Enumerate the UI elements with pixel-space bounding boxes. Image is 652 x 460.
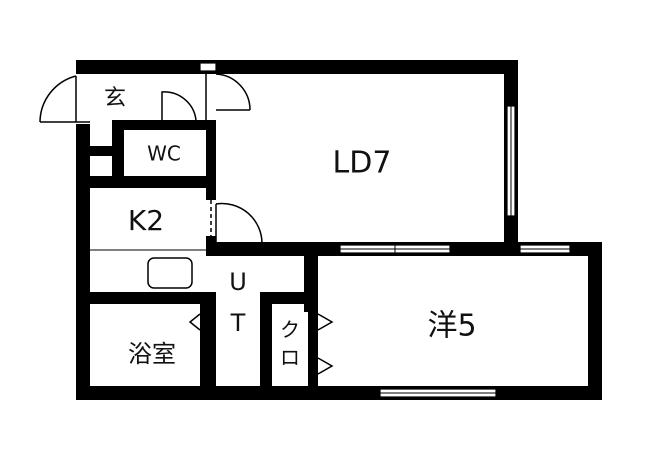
wall-wc-right (206, 120, 216, 188)
window-ld-right (506, 105, 516, 217)
wall-kitchen-bottom (90, 292, 216, 304)
closet-door-upper-icon (317, 313, 334, 331)
wall-kitchen-right-upper (206, 188, 216, 200)
ld-entrance-door-gap (206, 74, 216, 120)
entrance-door-gap (76, 74, 90, 124)
wall-right-lower (588, 242, 602, 400)
window-western-bottom (379, 388, 497, 398)
closet-door-lower-icon (317, 357, 334, 375)
doors (39, 73, 334, 375)
wall-left-stub (90, 146, 114, 156)
wall-bath-right (200, 300, 216, 400)
room-label-closet-2: ロ (280, 346, 300, 370)
wall-wc-bottom (90, 176, 214, 188)
wall-closet-top (260, 292, 318, 304)
wall-bottom (76, 386, 602, 400)
bathtub-icon (147, 257, 193, 289)
room-label-kitchen: K2 (128, 204, 164, 237)
room-label-wc: WC (147, 142, 181, 166)
wall-top-upper (76, 60, 518, 74)
entrance-door-swing-icon (39, 75, 77, 123)
room-label-western: 洋5 (427, 309, 476, 344)
room-label-entrance: 玄 (104, 86, 126, 111)
kitchen-door-swing-icon (215, 202, 263, 245)
room-label-closet-1: ク (280, 318, 300, 342)
window-western-top-right (519, 244, 571, 254)
window-western-top (339, 244, 451, 254)
inner-walls (90, 120, 318, 400)
room-label-ld: LD7 (333, 146, 392, 181)
bath-door-icon (188, 313, 201, 331)
wall-closet-left (260, 292, 272, 400)
wc-door-swing-icon (161, 91, 197, 121)
room-label-utility-t: T (230, 309, 246, 337)
room-label-bath: 浴室 (128, 340, 176, 368)
ld-door-swing-icon (215, 73, 251, 111)
wall-left (76, 60, 90, 400)
room-label-utility-u: U (229, 268, 247, 296)
wall-wc-top (112, 120, 212, 130)
windows (199, 62, 571, 398)
wall-wc-left (112, 120, 124, 178)
window-entrance-top (199, 62, 217, 72)
wall-ld-bottom (206, 242, 316, 256)
wall-closet-right (308, 300, 318, 400)
